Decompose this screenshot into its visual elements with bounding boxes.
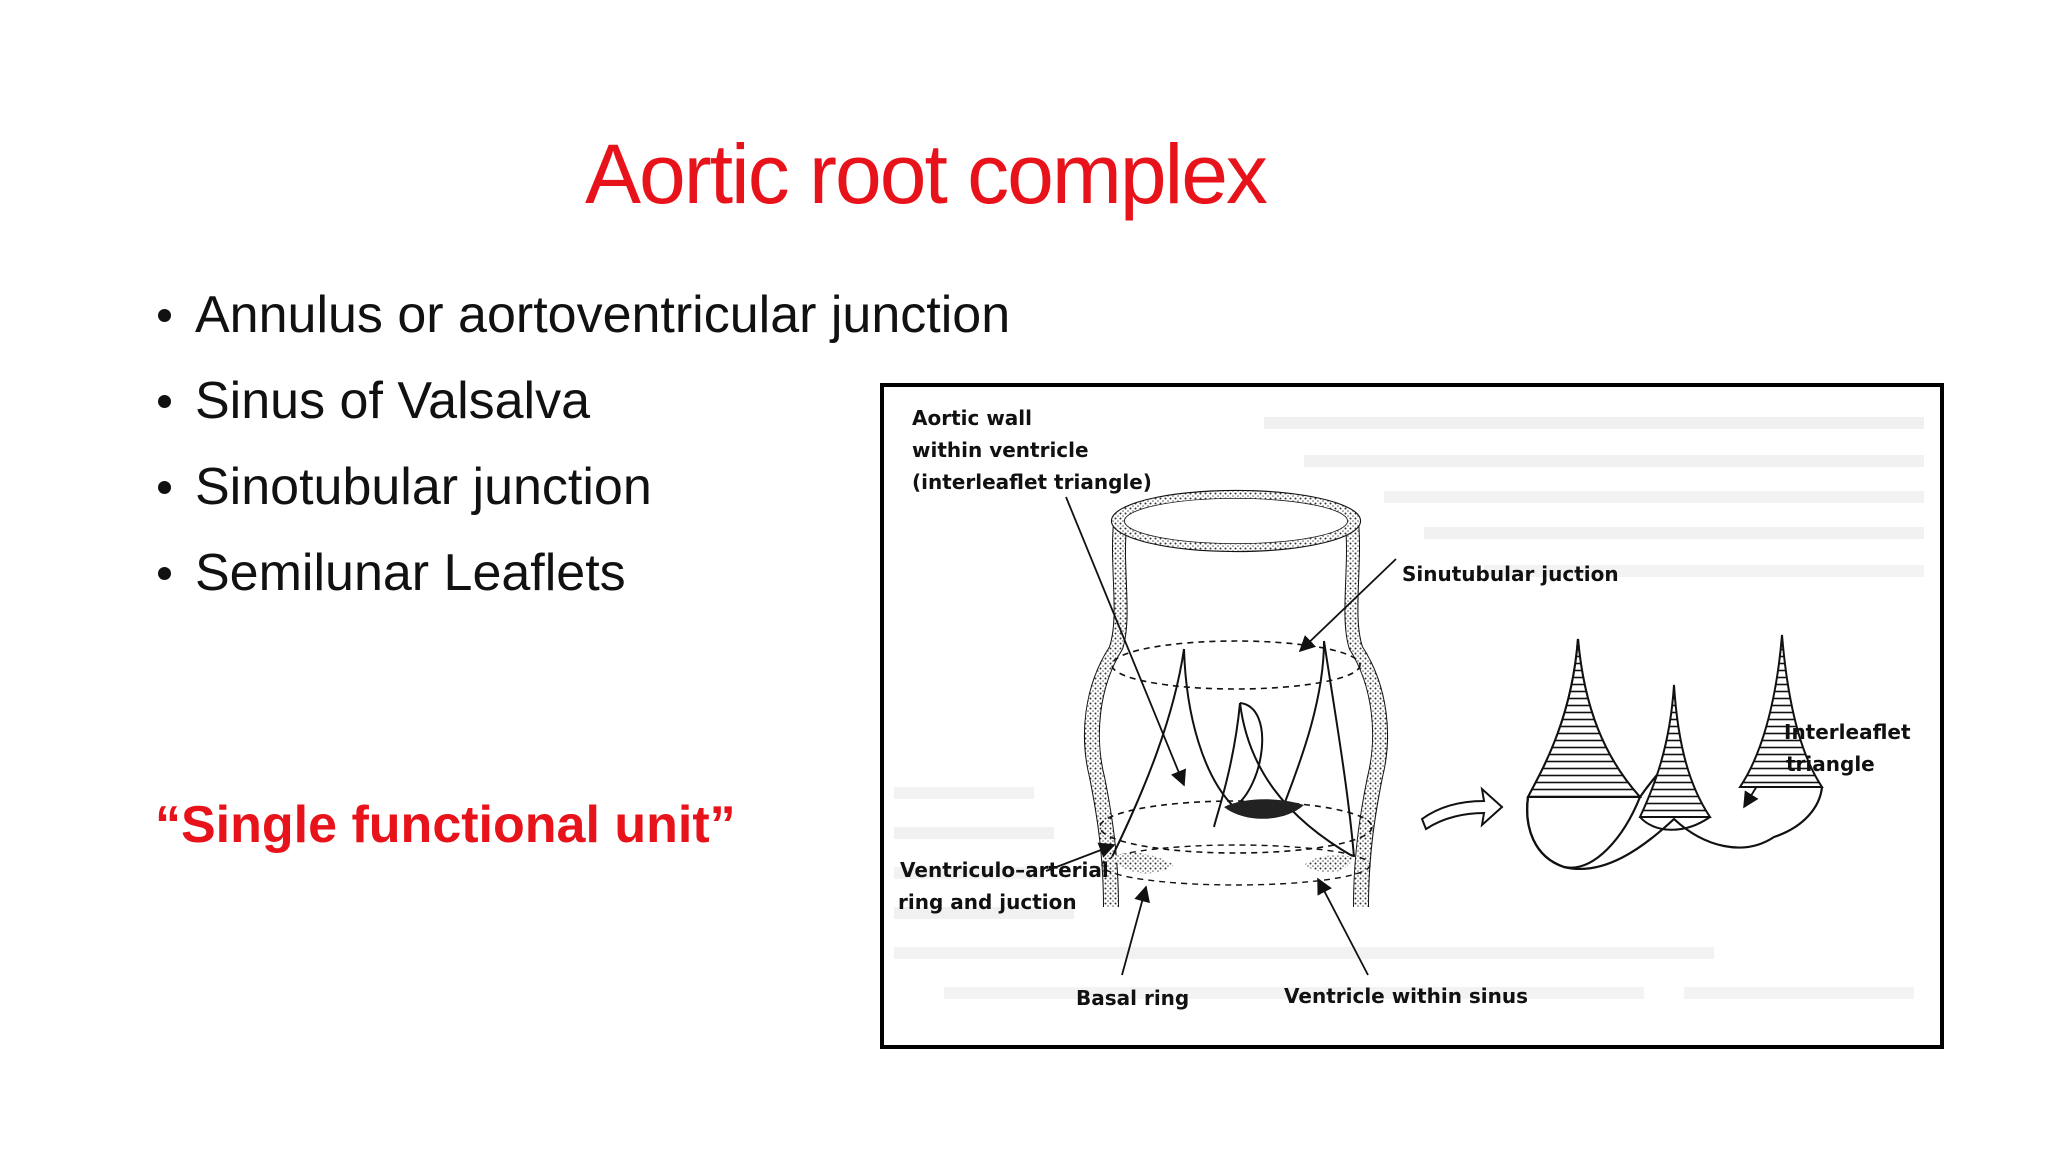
bullet-icon [158,308,171,322]
label-ventriculo-arterial-2: ring and juction [898,890,1077,914]
transition-arrow-icon [1420,786,1504,831]
diagram-labels: Aortic wall within ventricle (interleafl… [898,406,1911,1010]
aortic-root-vessel [1083,489,1389,908]
unrolled-leaflets [1526,634,1824,870]
label-ventricle-within-sinus: Ventricle within sinus [1284,984,1528,1008]
bullet-icon [158,480,171,494]
bullet-item: Sinus of Valsalva [150,358,1010,444]
diagram-drawing: Aortic wall within ventricle (interleafl… [894,406,1924,1010]
label-aortic-wall-2: within ventricle [912,438,1089,462]
bullet-item: Annulus or aortoventricular junction [150,272,1010,358]
bullet-icon [158,394,171,408]
bullet-text: Sinus of Valsalva [195,372,591,430]
aortic-root-diagram: Aortic wall within ventricle (interleafl… [880,383,1944,1049]
bullet-item: Semilunar Leaflets [150,530,1010,616]
bullet-item: Sinotubular junction [150,444,1010,530]
slide-title: Aortic root complex [585,127,1268,221]
label-aortic-wall-3: (interleaflet triangle) [912,470,1152,494]
background-scan-text [894,417,1924,999]
bullet-text: Sinotubular junction [195,458,652,516]
label-ventriculo-arterial-1: Ventriculo–arterial [900,858,1109,882]
label-interleaflet-2: triangle [1786,752,1875,776]
emphasis-quote: “Single functional unit” [155,796,736,854]
label-aortic-wall-1: Aortic wall [912,406,1032,430]
label-basal-ring: Basal ring [1076,986,1189,1010]
bullet-list: Annulus or aortoventricular junction Sin… [150,272,1010,616]
label-sinotubular-junction: Sinutubular juction [1402,562,1619,586]
bullet-icon [158,566,171,580]
bullet-text: Semilunar Leaflets [195,544,626,602]
label-interleaflet-1: Interleaflet [1784,720,1911,744]
bullet-text: Annulus or aortoventricular junction [195,286,1011,344]
